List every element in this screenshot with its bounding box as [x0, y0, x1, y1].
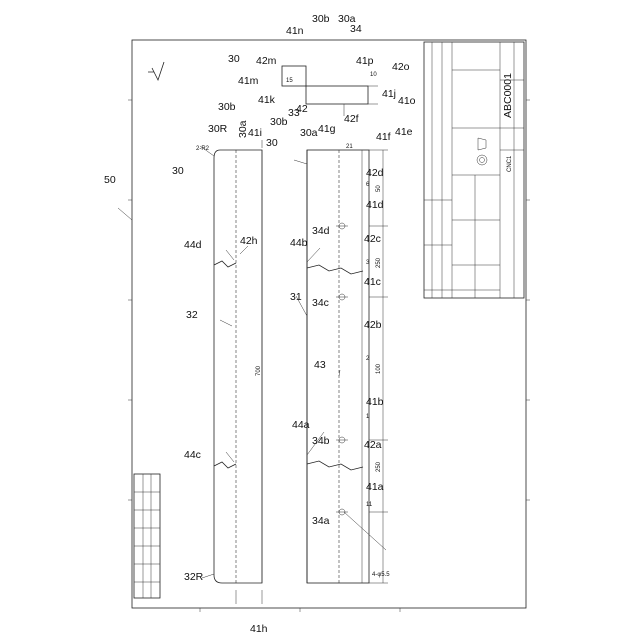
label-33: 33: [288, 107, 300, 119]
label-41f: 41f: [376, 131, 391, 143]
label-41h: 41h: [250, 623, 268, 635]
label-44a: 44a: [292, 419, 310, 431]
dim-50: 50: [376, 185, 382, 192]
label-41d: 41d: [366, 199, 384, 211]
label-44d: 44d: [184, 239, 202, 251]
projection-symbol-icon: [477, 138, 487, 165]
label-43: 43: [314, 359, 326, 371]
part-side-view: [214, 140, 262, 604]
dim-700: 700: [256, 365, 262, 376]
label-44c: 44c: [184, 449, 201, 461]
label-41j: 41j: [382, 88, 396, 100]
label-32R: 32R: [184, 571, 204, 583]
label-42c: 42c: [364, 233, 381, 245]
dim-15: 15: [286, 78, 293, 84]
label-41k: 41k: [258, 94, 276, 106]
frame-ticks: [128, 100, 530, 612]
label-30R: 30R: [208, 123, 228, 135]
dim-holes: 4-φ5.5: [372, 572, 390, 578]
dim-250-lower: 250: [376, 461, 382, 472]
label-30a-mid: 30a: [300, 127, 318, 139]
label-41n: 41n: [286, 25, 304, 37]
leader-lines: [118, 146, 386, 578]
drawing-number: ABC0001: [502, 73, 514, 118]
revision-table: [134, 474, 160, 598]
label-34b: 34b: [312, 435, 330, 447]
label-41i: 41i: [248, 127, 262, 139]
label-41e: 41e: [395, 126, 413, 138]
label-30b-mid: 30b: [270, 116, 288, 128]
label-34a: 34a: [312, 515, 330, 527]
label-42o: 42o: [392, 61, 410, 73]
label-42f: 42f: [344, 113, 359, 125]
label-41b: 41b: [366, 396, 384, 408]
label-41p: 41p: [356, 55, 374, 67]
label-42h: 42h: [240, 235, 258, 247]
dimension-chain: [362, 150, 388, 583]
label-30b-top: 30b: [312, 13, 330, 25]
figure-number-label: 50: [104, 174, 116, 186]
label-34-top: 34: [350, 23, 362, 35]
label-30-mid: 30: [266, 137, 278, 149]
dim-10: 10: [370, 72, 377, 78]
title-block-code: CNC1: [507, 155, 513, 172]
label-30b-left: 30b: [218, 101, 236, 113]
dim-250-upper: 250: [376, 257, 382, 268]
dim-21: 21: [346, 144, 353, 150]
dim-100: 100: [376, 363, 382, 374]
label-31: 31: [290, 291, 302, 303]
label-42a: 42a: [364, 439, 382, 451]
label-41g: 41g: [318, 123, 336, 135]
label-41m: 41m: [238, 75, 259, 87]
label-41c: 41c: [364, 276, 381, 288]
label-42b: 42b: [364, 319, 382, 331]
label-41o: 41o: [398, 95, 416, 107]
surface-finish-icon: [148, 62, 164, 80]
label-42m: 42m: [256, 55, 277, 67]
dim-r-note: 2-R2: [196, 146, 210, 152]
label-34d: 34d: [312, 225, 330, 237]
label-30-top: 30: [228, 53, 240, 65]
stub-11: 11: [366, 502, 373, 508]
label-42d: 42d: [366, 167, 384, 179]
label-32: 32: [186, 309, 198, 321]
label-34c: 34c: [312, 297, 329, 309]
label-44b: 44b: [290, 237, 308, 249]
label-30-left: 30: [172, 165, 184, 177]
label-41a: 41a: [366, 481, 384, 493]
